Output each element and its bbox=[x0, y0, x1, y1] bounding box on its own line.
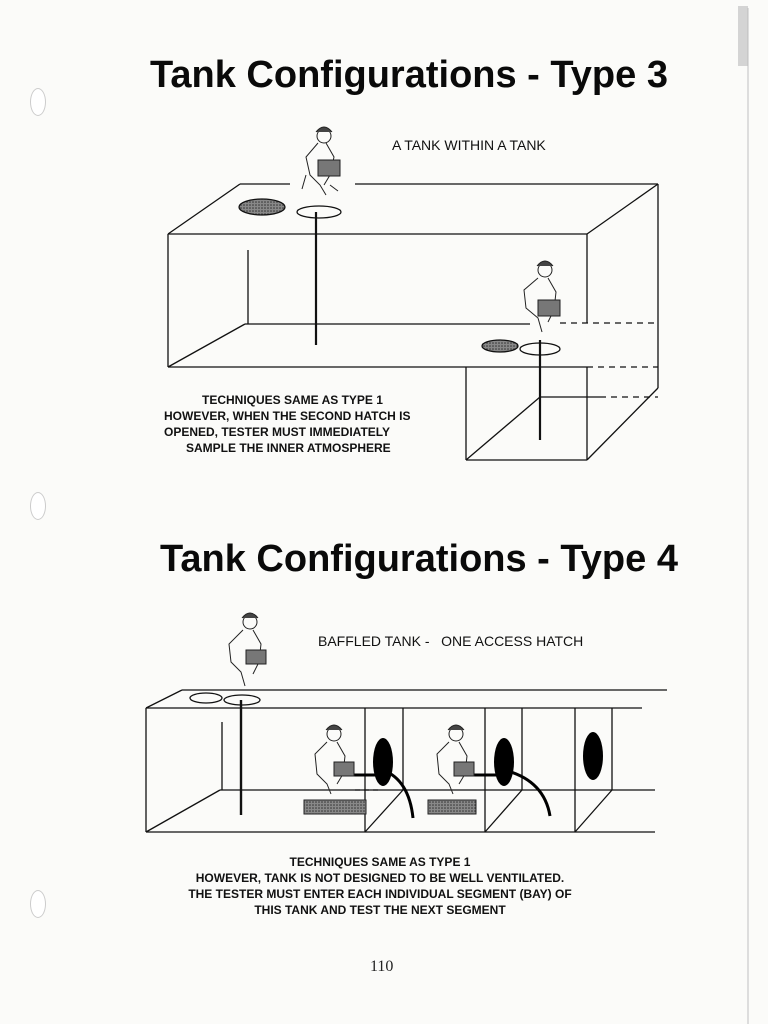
type3-title: Tank Configurations - Type 3 bbox=[150, 54, 668, 96]
binder-hole-top bbox=[30, 88, 46, 116]
binder-hole-bottom bbox=[30, 890, 46, 918]
type3-note-line: SAMPLE THE INNER ATMOSPHERE bbox=[186, 441, 391, 455]
scan-edge-shadow bbox=[738, 6, 748, 66]
type4-note-line: HOWEVER, TANK IS NOT DESIGNED TO BE WELL… bbox=[195, 871, 565, 885]
floor-grate-bay2 bbox=[427, 799, 477, 815]
type4-title: Tank Configurations - Type 4 bbox=[160, 538, 678, 580]
type4-note-line: THIS TANK AND TEST THE NEXT SEGMENT bbox=[254, 903, 506, 917]
type3-note-line: HOWEVER, WHEN THE SECOND HATCH IS bbox=[164, 409, 411, 423]
type4-note-line: THE TESTER MUST ENTER EACH INDIVIDUAL SE… bbox=[188, 887, 572, 901]
type3-note-line: TECHNIQUES SAME AS TYPE 1 bbox=[202, 393, 383, 407]
type3-notes: TECHNIQUES SAME AS TYPE 1 HOWEVER, WHEN … bbox=[164, 392, 410, 456]
tester-figure-bay2 bbox=[436, 724, 475, 795]
page-number: 110 bbox=[370, 958, 394, 975]
type3-diagram bbox=[167, 183, 659, 461]
tester-figure-inner bbox=[523, 260, 561, 333]
tester-figure-top bbox=[301, 126, 341, 196]
tester-figure-bay1 bbox=[314, 724, 355, 795]
binder-hole-middle bbox=[30, 492, 46, 520]
baffle-openings bbox=[373, 732, 603, 786]
type4-subtitle: BAFFLED TANK - ONE ACCESS HATCH bbox=[318, 633, 584, 649]
type3-note-line: OPENED, TESTER MUST IMMEDIATELY bbox=[164, 425, 391, 439]
type4-notes: TECHNIQUES SAME AS TYPE 1 HOWEVER, TANK … bbox=[160, 854, 600, 918]
type3-subtitle: A TANK WITHIN A TANK bbox=[392, 137, 546, 153]
type4-note-line: TECHNIQUES SAME AS TYPE 1 bbox=[289, 855, 471, 869]
tester-figure-hatch bbox=[228, 612, 267, 687]
floor-grate-bay1 bbox=[303, 799, 367, 815]
